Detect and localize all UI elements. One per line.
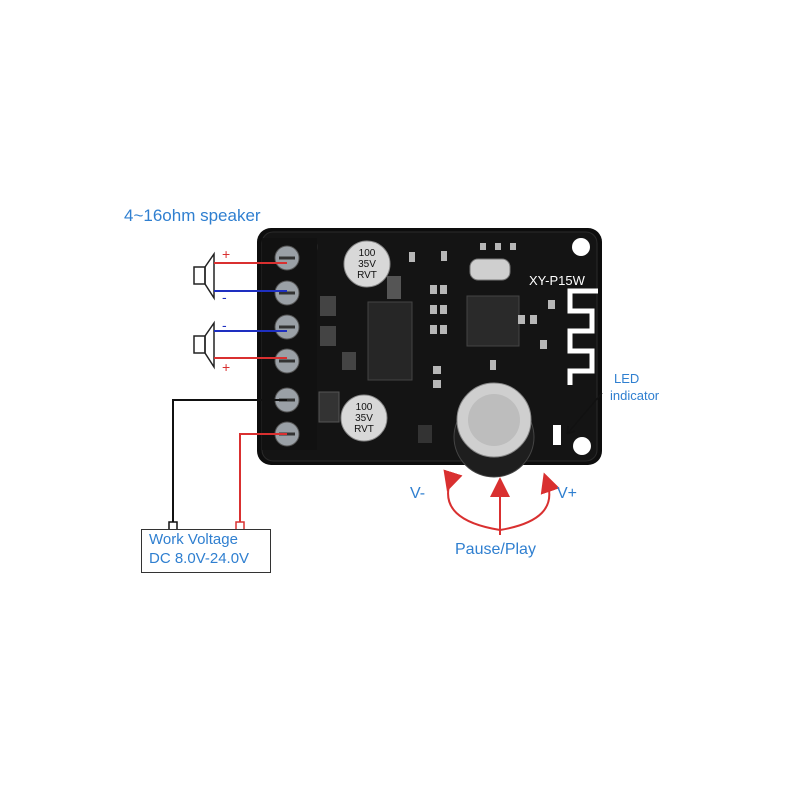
pcb-antenna [567, 288, 598, 385]
speaker-impedance-label: 4~16ohm speaker [124, 206, 261, 225]
work-voltage-label: Work Voltage [149, 531, 238, 548]
svg-text:35V: 35V [355, 413, 373, 424]
speaker-icon [193, 251, 215, 301]
capacitor-top: 100 35V RVT [343, 240, 391, 288]
polarity-plus: + [222, 359, 230, 375]
rotary-knob [453, 382, 535, 478]
amplifier-ic [367, 301, 413, 381]
volume-up-label: V+ [557, 485, 578, 502]
svg-text:35V: 35V [358, 259, 376, 270]
capacitor-bottom: 100 35V RVT [340, 394, 388, 442]
speaker-icon [193, 320, 215, 370]
svg-text:RVT: RVT [354, 424, 374, 435]
crystal [469, 258, 511, 281]
bluetooth-ic [466, 295, 520, 347]
terminal-block [262, 238, 317, 450]
speaker-wires [214, 262, 287, 359]
svg-text:100: 100 [356, 402, 373, 413]
pause-play-label: Pause/Play [455, 541, 536, 558]
svg-text:RVT: RVT [357, 270, 377, 281]
knob-arrows [443, 469, 560, 535]
polarity-minus: - [222, 317, 227, 333]
led-indicator-label: LED indicator [610, 370, 659, 404]
led-label-line: indicator [610, 388, 660, 403]
led-label-line: LED [614, 371, 640, 386]
volume-down-label: V- [410, 485, 426, 502]
power-wires [172, 399, 287, 522]
led [553, 425, 561, 445]
polarity-minus: - [222, 289, 227, 305]
polarity-plus: + [222, 246, 230, 262]
smd-components [318, 243, 555, 443]
board-model-label: XY-P15W [529, 273, 586, 288]
svg-text:100: 100 [359, 248, 376, 259]
voltage-range-label: DC 8.0V-24.0V [149, 550, 250, 567]
led-arrow [566, 392, 603, 435]
power-supply-box: Work Voltage DC 8.0V-24.0V [141, 529, 271, 573]
